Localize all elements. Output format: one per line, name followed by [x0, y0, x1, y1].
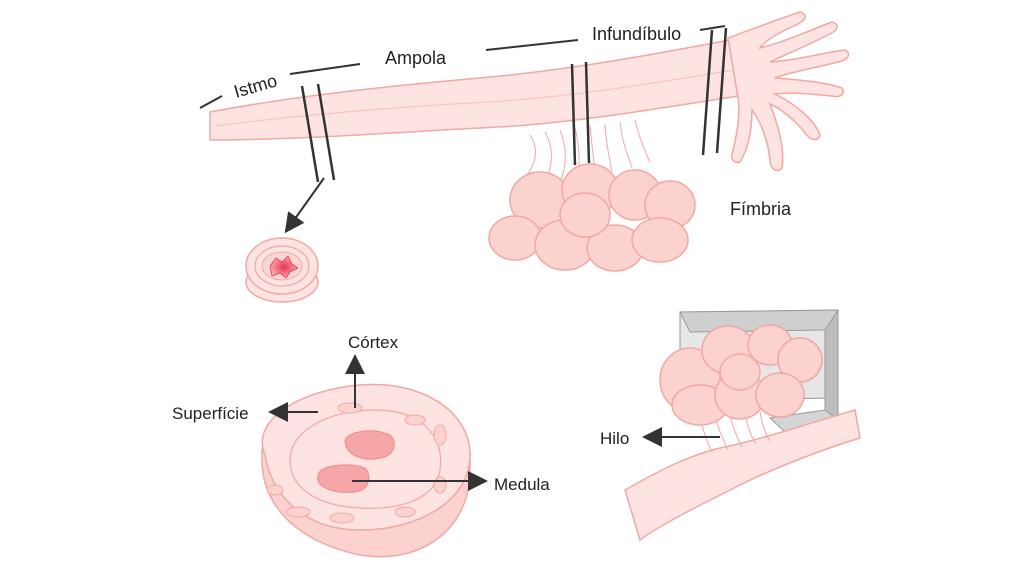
label-medula: Medula — [494, 475, 550, 494]
ovary-section: Córtex Superfície Medula — [172, 333, 550, 558]
cross-section-icon — [245, 237, 319, 303]
fallopian-tube: Istmo Ampola Infundíbulo Fímbria — [199, 11, 850, 303]
label-ampola: Ampola — [385, 48, 447, 68]
section-marks — [300, 27, 728, 183]
medulla-lower — [317, 464, 370, 493]
ovary-top — [488, 163, 696, 272]
label-hilo: Hilo — [600, 429, 629, 448]
ligament-band — [624, 409, 861, 542]
ovary-hilum: Hilo — [600, 309, 861, 542]
tube-body — [209, 39, 746, 141]
label-superficie: Superfície — [172, 404, 249, 423]
region-brackets — [199, 25, 726, 109]
fimbria-fingers — [727, 11, 850, 172]
medulla-upper — [344, 430, 395, 460]
label-cortex: Córtex — [348, 333, 399, 352]
arrow-icon — [284, 177, 325, 234]
label-fimbria: Fímbria — [730, 199, 792, 219]
ligament-strands — [524, 119, 651, 183]
label-infundibulo: Infundíbulo — [592, 24, 681, 44]
label-istmo: Istmo — [232, 70, 280, 101]
